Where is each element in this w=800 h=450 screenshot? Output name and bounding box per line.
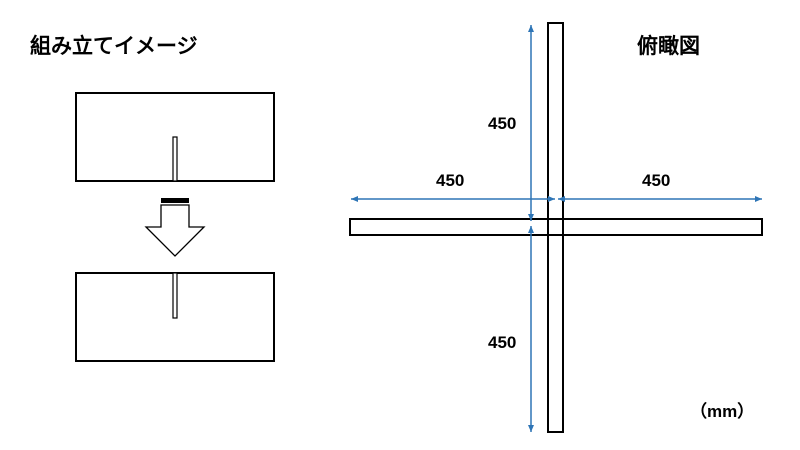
overhead-view-title: 俯瞰図	[637, 34, 700, 58]
unit-label: （mm）	[690, 402, 755, 421]
down-arrow-icon	[144, 198, 206, 257]
dimension-label-right-horizontal: 450	[642, 171, 671, 190]
dimension-label-bottom-vertical: 450	[488, 333, 517, 352]
vertical-board	[547, 22, 564, 433]
assembly-image-title: 組み立てイメージ	[30, 34, 198, 58]
horizontal-board	[349, 218, 763, 236]
assembly-bottom-board	[75, 272, 275, 362]
assembly-top-board	[75, 92, 275, 182]
dimension-label-left-horizontal: 450	[436, 171, 465, 190]
dimension-label-top-vertical: 450	[488, 114, 517, 133]
